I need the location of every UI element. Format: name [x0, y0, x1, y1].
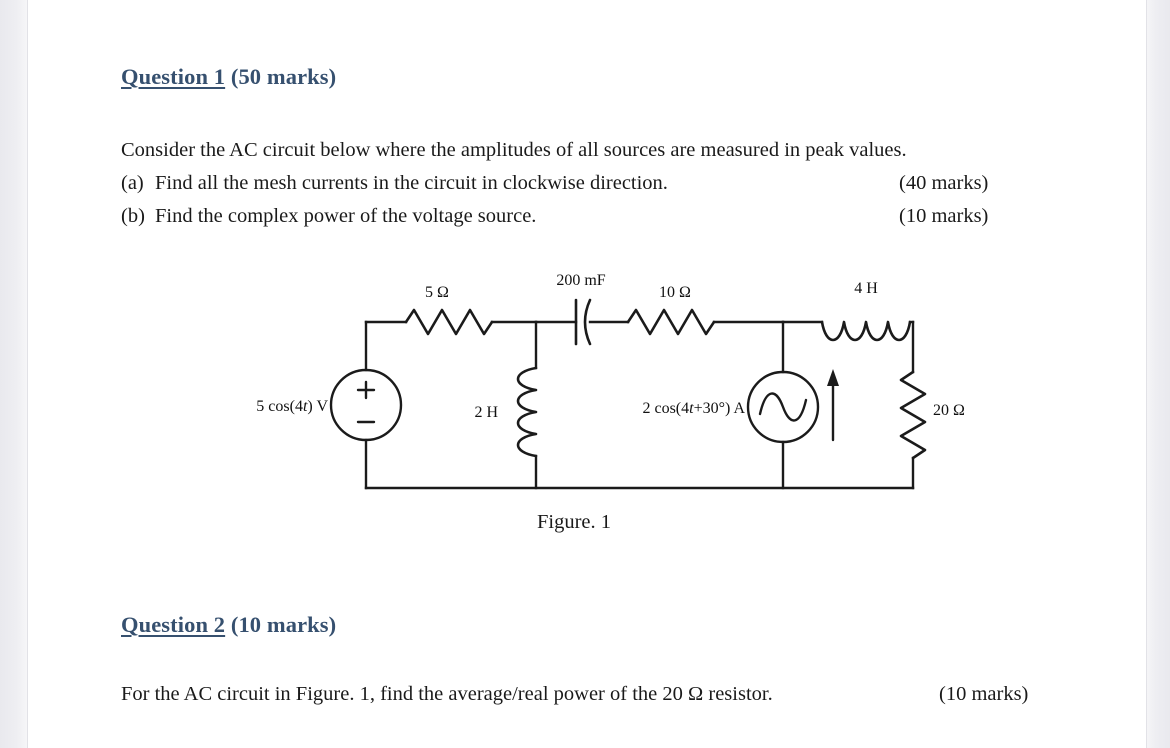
capacitor-plate-curved [583, 298, 592, 346]
item-a-marks: (40 marks) [899, 172, 989, 194]
question-1-number: Question 1 [121, 64, 226, 89]
label-voltage-source-head: 5 cos(4 [256, 398, 303, 415]
resistor-20ohm-symbol [899, 370, 927, 460]
document-content: Question 1 (50 marks) Consider the AC ci… [28, 0, 1146, 748]
voltage-source-plus-sign [356, 380, 376, 400]
item-a-text: Find all the mesh currents in the circui… [155, 172, 668, 194]
current-direction-arrow-head [827, 369, 839, 386]
resistor-10ohm-symbol [626, 308, 716, 336]
page-gutter-right [1146, 0, 1170, 748]
label-current-source-var: t [689, 400, 694, 417]
inductor-4h-symbol [820, 320, 912, 342]
circuit-figure: 5 Ω 200 mF 10 Ω 4 H 2 H 20 Ω 5 cos(4t) V… [188, 262, 988, 512]
label-capacitor-200mf: 200 mF [556, 272, 605, 289]
circuit-diagram-svg: 5 Ω 200 mF 10 Ω 4 H 2 H 20 Ω 5 cos(4t) V… [256, 272, 965, 490]
resistor-5ohm-symbol [404, 308, 494, 336]
label-resistor-5ohm: 5 Ω [425, 284, 449, 301]
inductor-2h-symbol [516, 366, 538, 458]
voltage-source-circle [329, 368, 403, 442]
label-resistor-20ohm: 20 Ω [933, 402, 965, 419]
label-resistor-10ohm: 10 Ω [659, 284, 691, 301]
question-1-item-b: (b) Find the complex power of the voltage… [121, 205, 536, 228]
item-b-text: Find the complex power of the voltage so… [155, 205, 537, 227]
question-1-heading: Question 1 (50 marks) [121, 64, 336, 90]
figure-caption: Figure. 1 [537, 511, 612, 533]
label-voltage-source-tail: ) V [307, 398, 328, 415]
question-1-intro: Consider the AC circuit below where the … [121, 139, 907, 161]
question-2-text: For the AC circuit in Figure. 1, find th… [121, 683, 773, 705]
question-2-number: Question 2 [121, 612, 226, 637]
label-voltage-source-var: t [303, 398, 308, 415]
label-current-source-head: 2 cos(4 [642, 400, 689, 417]
label-current-source: 2 cos(4t+30°) A [642, 400, 745, 417]
current-source-sine-icon [758, 392, 808, 422]
item-b-marks: (10 marks) [899, 205, 989, 227]
item-a-label: (a) [121, 172, 144, 194]
question-2-marks-heading: (10 marks) [225, 612, 337, 637]
question-1-marks: (50 marks) [225, 64, 337, 89]
label-inductor-2h: 2 H [474, 404, 498, 421]
item-b-label: (b) [121, 205, 145, 227]
question-2-heading: Question 2 (10 marks) [121, 612, 336, 638]
question-2-marks: (10 marks) [939, 683, 1029, 705]
label-current-source-tail: +30°) A [694, 400, 746, 417]
page-gutter-left [0, 0, 27, 748]
document-page: Question 1 (50 marks) Consider the AC ci… [28, 0, 1146, 748]
label-voltage-source: 5 cos(4t) V [256, 398, 328, 415]
question-1-item-a: (a) Find all the mesh currents in the cir… [121, 172, 668, 195]
label-inductor-4h: 4 H [854, 280, 878, 297]
